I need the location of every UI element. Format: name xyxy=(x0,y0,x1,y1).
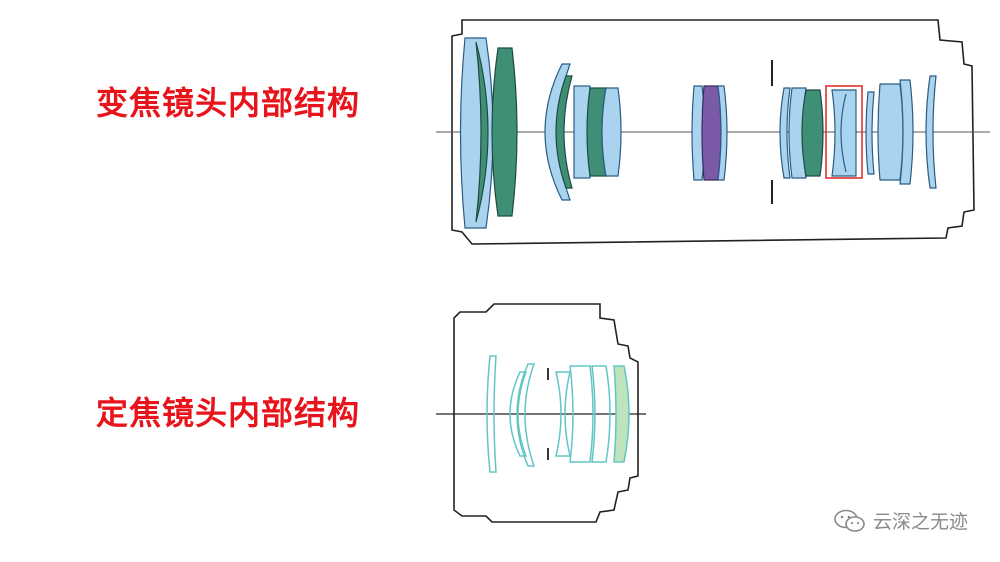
prime-lens-barrel xyxy=(453,303,639,523)
zoom-highlight-box xyxy=(825,85,863,179)
zoom-highlight-element-1 xyxy=(831,89,857,177)
prime-element-7 xyxy=(613,365,630,463)
zoom-group2-element-5 xyxy=(601,87,622,177)
zoom-rear-element-1 xyxy=(779,87,791,179)
zoom-rear-element-3 xyxy=(801,89,824,177)
zoom-highlight-element-2 xyxy=(840,93,847,173)
zoom-front-element-2 xyxy=(475,41,489,223)
zoom-group3-element-3 xyxy=(717,85,728,181)
prime-lens-label: 定焦镜头内部结构 xyxy=(96,394,361,432)
zoom-rear-element-4 xyxy=(865,91,875,175)
zoom-rear-element-6 xyxy=(899,79,914,185)
prime-element-5 xyxy=(569,365,594,463)
prime-element-1 xyxy=(486,355,497,473)
zoom-front-element-3 xyxy=(491,47,518,217)
prime-element-2 xyxy=(516,363,536,467)
zoom-lens-label: 变焦镜头内部结构 xyxy=(96,84,361,122)
prime-element-3 xyxy=(509,371,528,457)
prime-element-6 xyxy=(591,365,611,463)
zoom-group2-element-2 xyxy=(555,75,573,189)
zoom-lens-cross-section xyxy=(436,19,990,245)
wechat-icon xyxy=(834,509,865,532)
watermark: 云深之无迹 xyxy=(833,507,968,534)
prime-lens-cross-section xyxy=(436,303,646,523)
zoom-group3-element-2 xyxy=(701,85,722,181)
zoom-lens-barrel xyxy=(451,19,975,245)
watermark-text: 云深之无迹 xyxy=(872,511,968,533)
zoom-rear-element-5 xyxy=(877,83,904,181)
zoom-rear-element-7 xyxy=(925,75,937,189)
